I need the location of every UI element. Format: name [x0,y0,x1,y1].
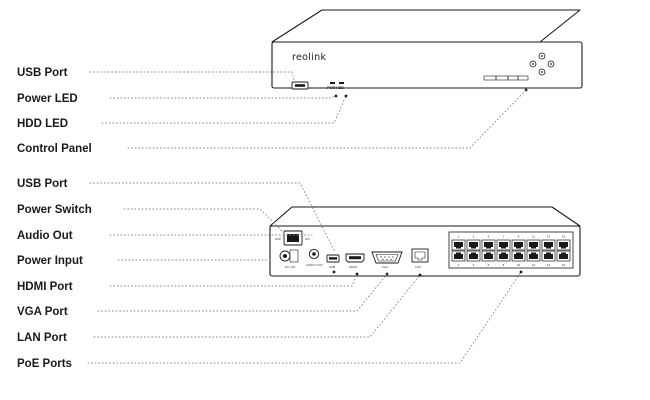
label-poe-ports: PoE Ports [17,358,72,370]
label-power-switch: Power Switch [17,204,92,216]
lan-text: LAN [415,265,421,269]
audio-out-graphic: AUDIO OUT [306,248,323,267]
hdmi-text: HDMI [349,265,357,269]
poe-number-top: 5 [488,235,490,239]
vga-text: VGA [382,265,388,269]
poe-number-top: 9 [518,235,520,239]
front-usb-port-graphic [291,81,309,90]
poe-jack-contact [484,242,493,249]
off-text: OFF [275,237,281,241]
front-unit: reolink PWR HDD [271,9,583,98]
lan-port-graphic: LAN [411,248,429,269]
label-hdmi-port: HDMI Port [17,281,73,293]
poe-jack-contact [544,252,553,259]
poe-bottom-numbers: 2 4 6 8 10 12 14 16 [458,263,566,267]
poe-number-bottom: 2 [458,263,460,267]
label-usb-port-front: USB Port [17,67,68,79]
poe-number-top: 11 [532,235,535,239]
poe-number-bottom: 14 [547,263,551,267]
power-switch-graphic: OFF ON [275,230,310,246]
poe-jack-contact [514,242,523,249]
poe-jack-contact [559,242,568,249]
brand-logo: reolink [292,52,326,63]
rear-usb-port-graphic: USB [326,254,340,269]
label-power-led: Power LED [17,93,78,105]
poe-jacks [451,239,571,262]
poe-number-top: 3 [473,235,475,239]
poe-number-top: 15 [562,235,566,239]
pwr-text: PWR [327,86,336,90]
control-panel-graphic [483,52,555,81]
label-vga-port: VGA Port [17,306,68,318]
hdd-text: HDD [336,86,344,90]
poe-jack-contact [484,252,493,259]
dc-text: DC 12V [285,265,296,269]
label-lan-port: LAN Port [17,332,67,344]
label-control-panel: Control Panel [17,143,92,155]
poe-number-bottom: 10 [517,263,521,267]
poe-jack-contact [529,242,538,249]
rear-labels: USB Port Power Switch Audio Out Power In… [17,178,92,370]
front-led-graphics: PWR HDD [327,82,344,90]
poe-jack-contact [469,252,478,259]
usb-text: USB [329,265,335,269]
on-text: ON [305,237,310,241]
poe-jack-contact [469,242,478,249]
poe-number-bottom: 16 [562,263,566,267]
vga-port-graphic: VGA [371,251,403,269]
audio-text: AUDIO OUT [306,263,323,267]
poe-number-bottom: 4 [473,263,475,267]
front-labels: USB Port Power LED HDD LED Control Panel [17,67,92,155]
hdmi-port-graphic: HDMI [345,253,365,269]
label-power-input: Power Input [17,255,83,267]
label-audio-out: Audio Out [17,230,73,242]
poe-jack-contact [544,242,553,249]
poe-jack-contact [529,252,538,259]
leader-lines [87,71,527,364]
poe-number-top: 13 [547,235,551,239]
label-hdd-led: HDD LED [17,118,68,130]
poe-jack-contact [514,252,523,259]
label-usb-port-rear: USB Port [17,178,68,190]
poe-number-bottom: 8 [503,263,505,267]
poe-jack-contact [454,242,463,249]
power-input-graphic: DC 12V [279,249,299,269]
poe-number-bottom: 6 [488,263,490,267]
poe-jack-contact [499,242,508,249]
poe-jack-contact [559,252,568,259]
poe-number-top: 7 [503,235,505,239]
rear-unit: OFF ON DC 12V AUDIO OUT USB HDMI [269,206,581,277]
poe-jack-contact [454,252,463,259]
poe-number-top: 1 [458,235,460,239]
poe-jack-contact [499,252,508,259]
poe-number-bottom: 12 [532,263,536,267]
